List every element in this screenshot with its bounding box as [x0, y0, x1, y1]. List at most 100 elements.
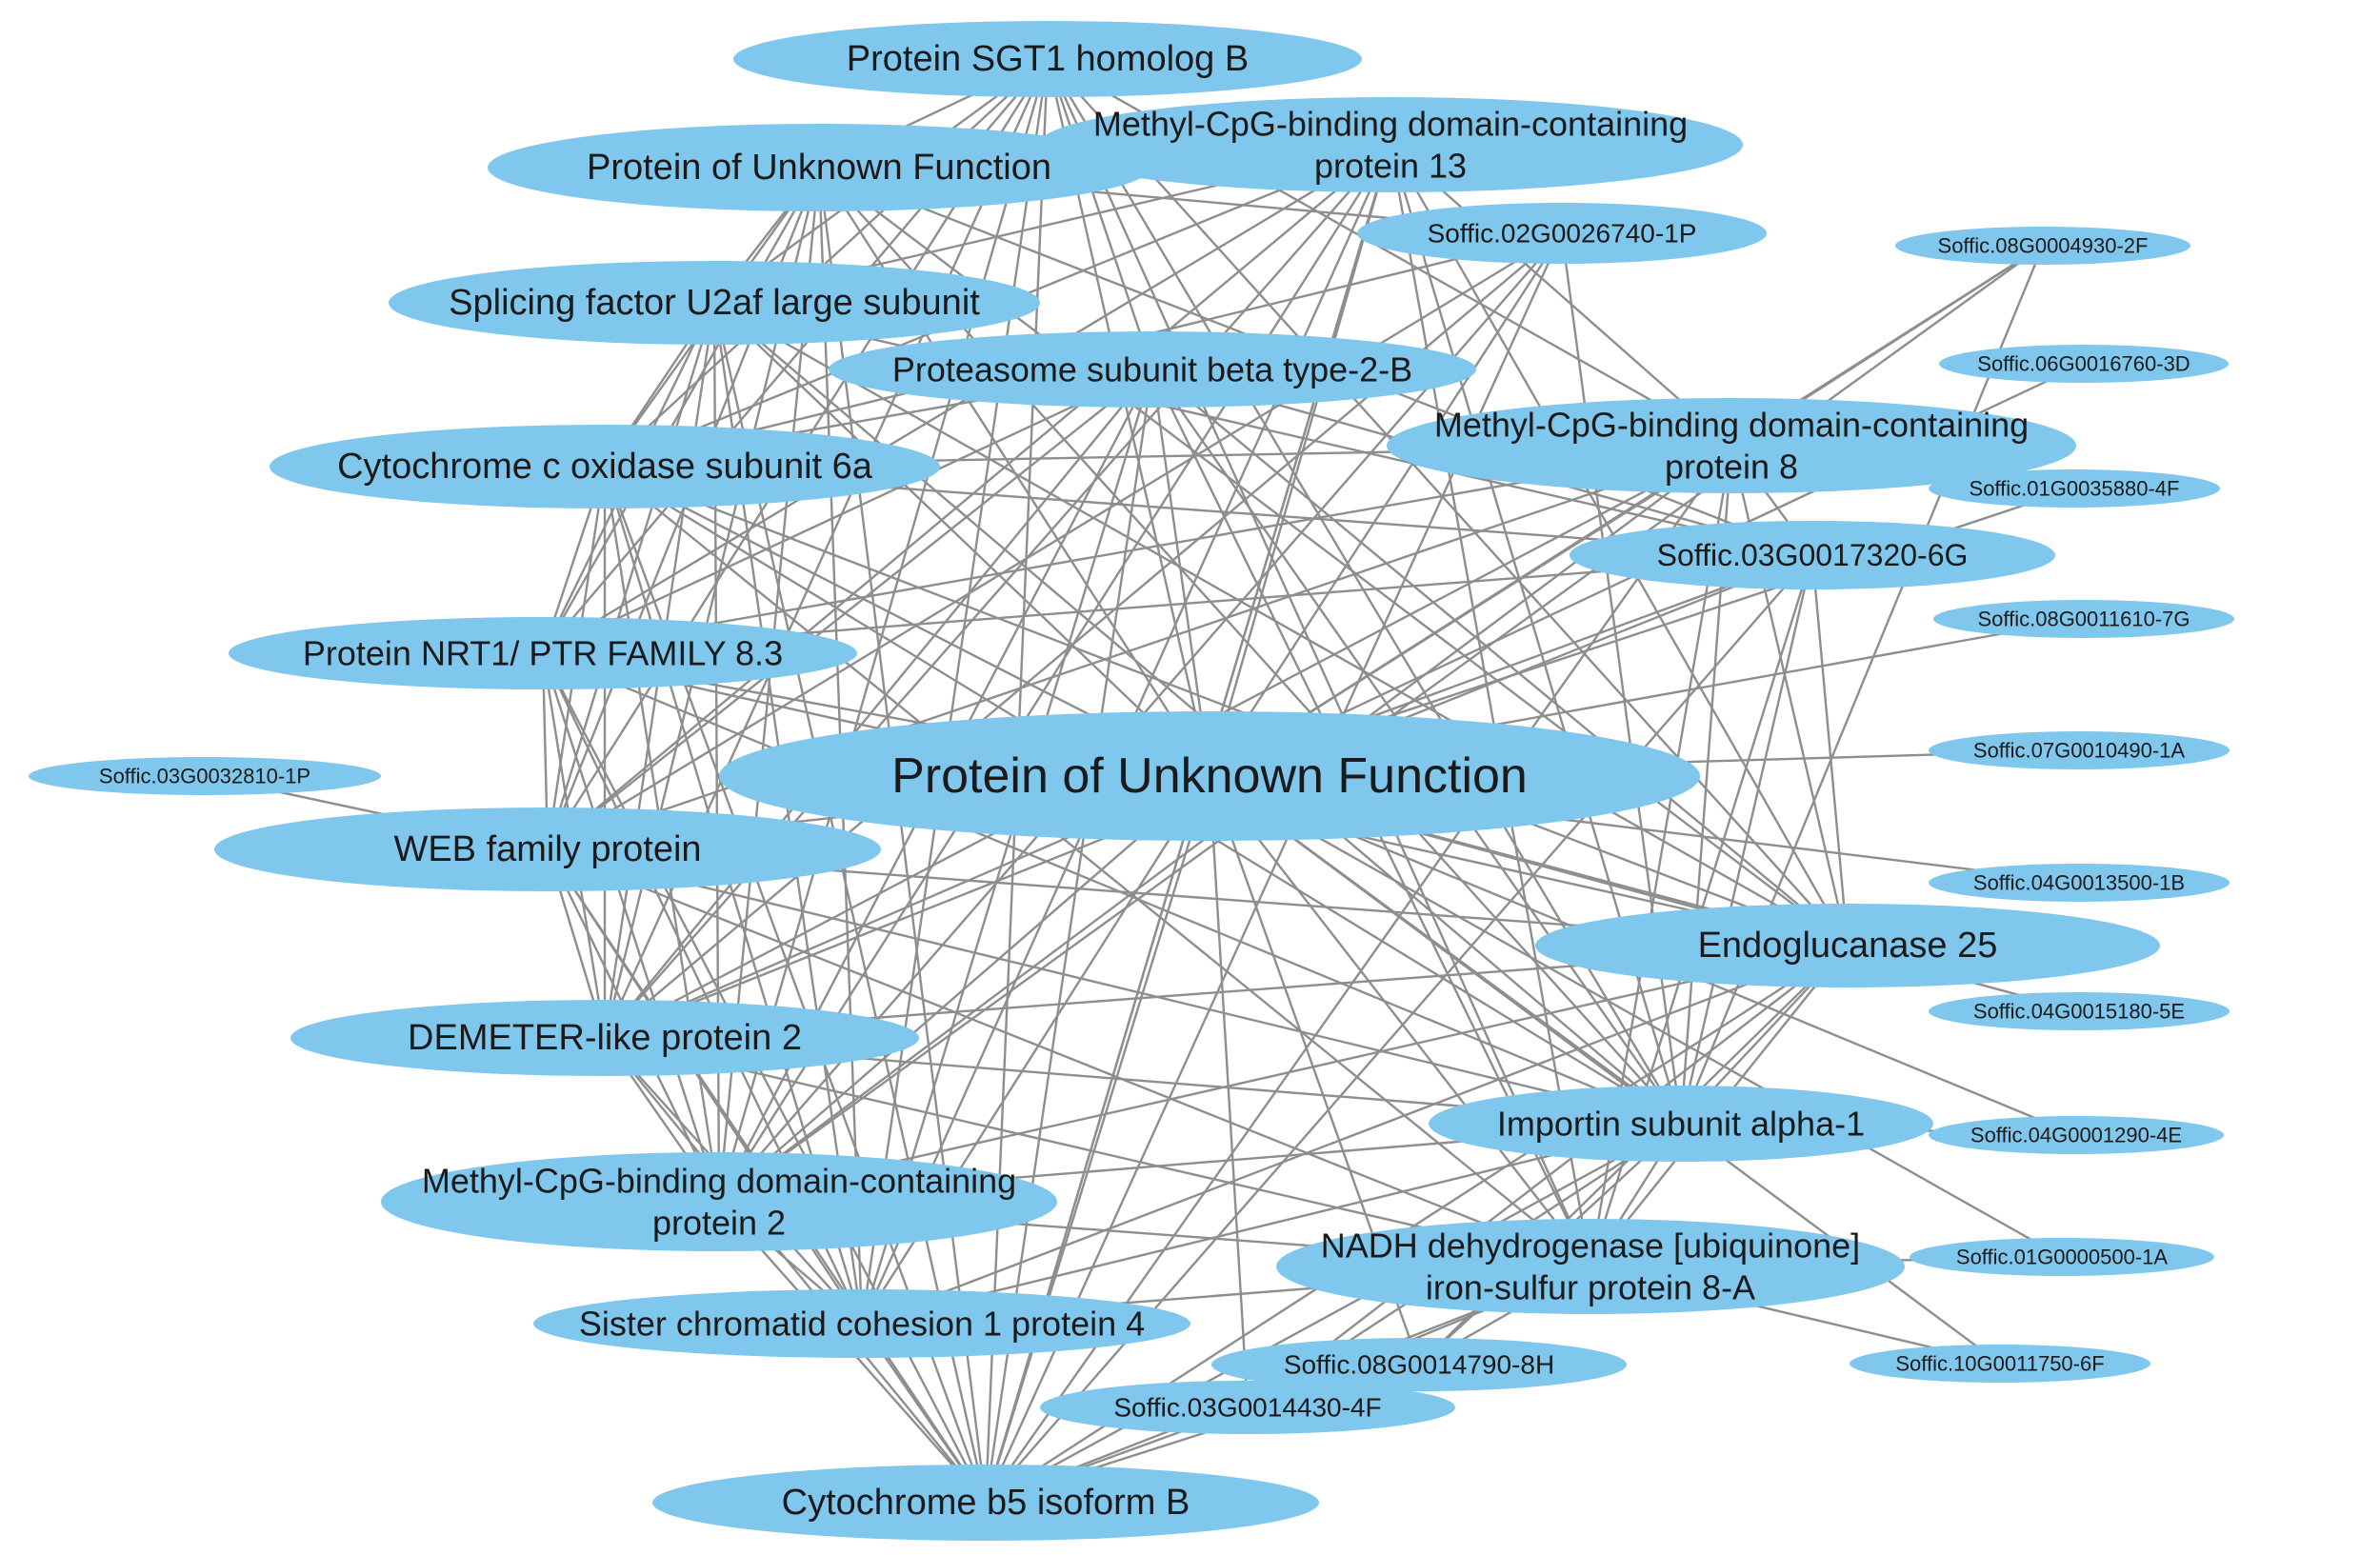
- node-label: protein 2: [652, 1203, 786, 1242]
- node-label: Soffic.10G0011750-6F: [1895, 1352, 2104, 1376]
- node-mbd8[interactable]: Methyl-CpG-binding domain-containingprot…: [1387, 398, 2076, 493]
- node-ellipse: [719, 711, 1700, 841]
- node-s03g14[interactable]: Soffic.03G0014430-4F: [1040, 1381, 1455, 1434]
- node-label: Cytochrome b5 isoform B: [782, 1483, 1190, 1523]
- node-web[interactable]: WEB family protein: [214, 807, 881, 891]
- node-label: Soffic.01G0000500-1A: [1956, 1246, 2169, 1269]
- edge-psb2b-endo25: [1151, 369, 1849, 947]
- node-s04g01[interactable]: Soffic.04G0001290-4E: [1929, 1116, 2224, 1154]
- node-label: Protein of Unknown Function: [891, 748, 1528, 804]
- node-label: Soffic.04G0013500-1B: [1973, 871, 2185, 895]
- node-scc1[interactable]: Sister chromatid cohesion 1 protein 4: [533, 1289, 1190, 1358]
- node-ellipse: [389, 261, 1040, 345]
- edge-hub-u2af: [713, 302, 1210, 777]
- edge-scc1-imp1: [861, 1122, 1682, 1326]
- node-s03g32[interactable]: Soffic.03G0032810-1P: [29, 757, 381, 795]
- node-ellipse: [381, 1152, 1057, 1251]
- node-ellipse: [214, 807, 881, 891]
- edge-mbd13-web: [547, 144, 1391, 850]
- node-label: Soffic.02G0026740-1P: [1428, 219, 1697, 249]
- node-label: Soffic.04G0015180-5E: [1973, 1000, 2185, 1024]
- node-s01g35[interactable]: Soffic.01G0035880-4F: [1929, 469, 2220, 508]
- node-imp1[interactable]: Importin subunit alpha-1: [1429, 1086, 1933, 1162]
- edge-hub-s02g: [1208, 232, 1564, 777]
- node-ellipse: [1939, 345, 2229, 383]
- edge-mbd2-endo25: [718, 944, 1849, 1204]
- node-ellipse: [1357, 203, 1767, 264]
- node-s06g[interactable]: Soffic.06G0016760-3D: [1939, 345, 2229, 383]
- node-ellipse: [1570, 521, 2055, 589]
- edge-mbd13-mbd8: [1390, 144, 1732, 447]
- node-cox6a[interactable]: Cytochrome c oxidase subunit 6a: [270, 425, 940, 508]
- node-ellipse: [829, 331, 1476, 408]
- edge-sgt1-psb2b: [1046, 58, 1154, 370]
- node-dml2[interactable]: DEMETER-like protein 2: [290, 1000, 919, 1076]
- node-ellipse: [1276, 1219, 1905, 1314]
- node-ellipse: [1387, 398, 2076, 493]
- edge-s03g17-endo25: [1810, 554, 1850, 947]
- node-s03g17[interactable]: Soffic.03G0017320-6G: [1570, 521, 2055, 589]
- node-label: Soffic.03G0032810-1P: [99, 765, 310, 788]
- node-label: NADH dehydrogenase [ubiquinone]: [1321, 1226, 1860, 1266]
- node-s08g11[interactable]: Soffic.08G0011610-7G: [1933, 600, 2234, 638]
- edge-hub-s03g14: [1208, 775, 1250, 1408]
- network-edges: [204, 57, 2085, 1505]
- edge-hub-nadh: [1209, 775, 1591, 1267]
- node-cytb5[interactable]: Cytochrome b5 isoform B: [652, 1465, 1319, 1541]
- node-label: Soffic.08G0004930-2F: [1938, 234, 2149, 258]
- node-u2af[interactable]: Splicing factor U2af large subunit: [389, 261, 1040, 345]
- edge-sgt1-cox6a: [604, 58, 1049, 468]
- node-s10g[interactable]: Soffic.10G0011750-6F: [1850, 1345, 2150, 1383]
- node-s08g49[interactable]: Soffic.08G0004930-2F: [1895, 227, 2190, 265]
- edge-u2af-s03g17: [713, 301, 1813, 557]
- edge-psb2b-nrt1: [542, 368, 1153, 655]
- node-s04g13[interactable]: Soffic.04G0013500-1B: [1929, 864, 2230, 902]
- edge-s02g-web: [547, 231, 1563, 851]
- node-psb2b[interactable]: Proteasome subunit beta type-2-B: [829, 331, 1476, 408]
- node-ellipse: [1910, 1238, 2214, 1276]
- node-label: Soffic.08G0014790-8H: [1284, 1350, 1554, 1380]
- node-label: Protein of Unknown Function: [587, 148, 1051, 188]
- node-label: Methyl-CpG-binding domain-containing: [422, 1162, 1016, 1201]
- node-label: Soffic.03G0014430-4F: [1113, 1393, 1381, 1423]
- node-mbd13[interactable]: Methyl-CpG-binding domain-containingprot…: [1038, 97, 1743, 192]
- node-ellipse: [1040, 1381, 1455, 1434]
- node-ellipse: [229, 617, 857, 689]
- node-hub[interactable]: Protein of Unknown Function: [719, 711, 1700, 841]
- node-label: Cytochrome c oxidase subunit 6a: [337, 447, 873, 487]
- node-s07g[interactable]: Soffic.07G0010490-1A: [1929, 731, 2230, 769]
- node-sgt1[interactable]: Protein SGT1 homolog B: [733, 21, 1362, 97]
- network-nodes: Protein of Unknown Function Protein SGT1 …: [29, 21, 2234, 1541]
- edge-scc1-endo25: [861, 944, 1849, 1326]
- node-ellipse: [488, 124, 1150, 211]
- edge-hub-s01g00: [1209, 774, 2063, 1259]
- edge-psb2b-web: [547, 369, 1153, 850]
- node-s08g14[interactable]: Soffic.08G0014790-8H: [1211, 1338, 1627, 1391]
- node-s04g15[interactable]: Soffic.04G0015180-5E: [1929, 992, 2230, 1030]
- node-s02g[interactable]: Soffic.02G0026740-1P: [1357, 203, 1767, 264]
- node-endo25[interactable]: Endoglucanase 25: [1535, 904, 2160, 987]
- node-label: Soffic.04G0001290-4E: [1970, 1124, 2182, 1147]
- edge-cox6a-nadh: [604, 466, 1591, 1267]
- node-label: Soffic.07G0010490-1A: [1973, 739, 2186, 763]
- edge-hub-cytb5: [984, 775, 1211, 1504]
- node-label: Methyl-CpG-binding domain-containing: [1093, 105, 1688, 144]
- node-ellipse: [1429, 1086, 1933, 1162]
- node-label: Protein SGT1 homolog B: [847, 39, 1249, 79]
- edge-u2af-web: [546, 302, 716, 850]
- node-nadh[interactable]: NADH dehydrogenase [ubiquinone]iron-sulf…: [1276, 1219, 1905, 1314]
- node-label: Importin subunit alpha-1: [1497, 1105, 1865, 1144]
- node-s01g00[interactable]: Soffic.01G0000500-1A: [1910, 1238, 2214, 1276]
- edge-nrt1-cytb5: [541, 652, 988, 1504]
- node-label: protein 8: [1665, 447, 1798, 486]
- node-ellipse: [1933, 600, 2234, 638]
- node-mbd2[interactable]: Methyl-CpG-binding domain-containingprot…: [381, 1152, 1057, 1251]
- node-ellipse: [1929, 864, 2230, 902]
- node-nrt1[interactable]: Protein NRT1/ PTR FAMILY 8.3: [229, 617, 857, 689]
- edge-nrt1-imp1: [542, 651, 1682, 1126]
- node-puf2[interactable]: Protein of Unknown Function: [488, 124, 1150, 211]
- node-ellipse: [533, 1289, 1190, 1358]
- node-label: WEB family protein: [393, 829, 701, 869]
- node-ellipse: [270, 425, 940, 508]
- edge-psb2b-dml2: [604, 369, 1153, 1039]
